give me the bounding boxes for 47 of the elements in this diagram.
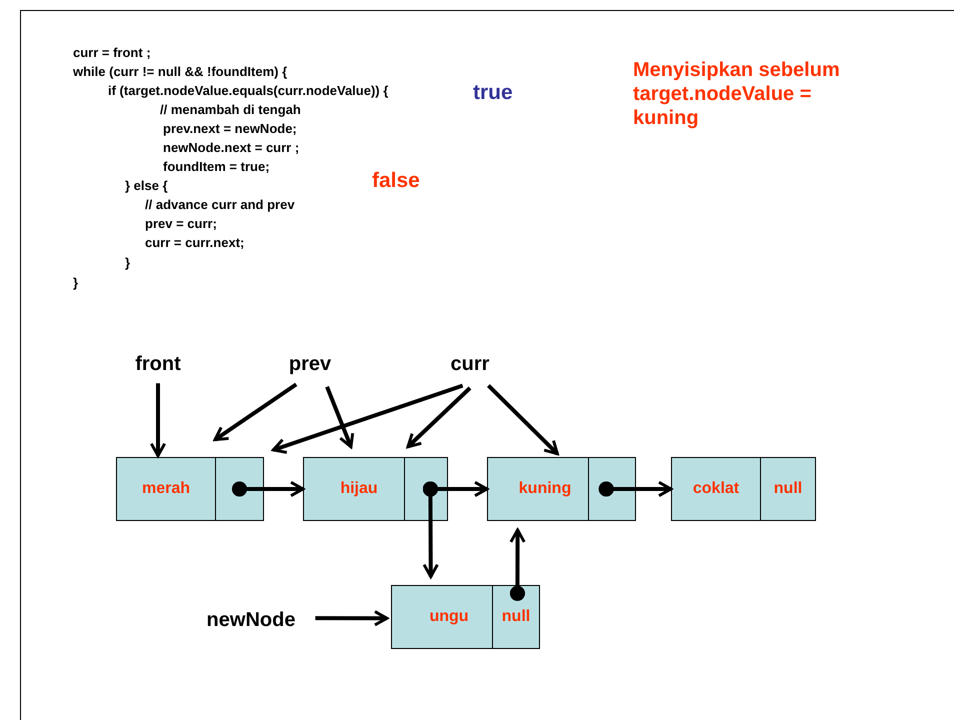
code-line: prev.next = newNode;: [163, 121, 297, 137]
variable-label: newNode: [203, 608, 299, 632]
code-line: curr = curr.next;: [145, 235, 244, 251]
cell-value: kuning: [518, 480, 572, 498]
cell-value: null: [774, 480, 802, 498]
code-line: // menambah di tengah: [160, 102, 301, 118]
cell-value: merah: [142, 480, 190, 498]
variable-label: front: [133, 352, 183, 376]
code-line: while (curr != null && !foundItem) {: [73, 64, 288, 80]
state-label: false: [372, 169, 420, 193]
pointer-arrow: [214, 382, 298, 442]
value-cell: [303, 457, 405, 521]
pointer-arrow: [232, 480, 304, 498]
pointer-arrow: [150, 383, 166, 458]
value-cell: [391, 585, 493, 649]
pointer-cell: [215, 457, 264, 521]
pointer-cell: [492, 585, 540, 649]
code-line: foundItem = true;: [163, 159, 270, 175]
value-cell: [487, 457, 589, 521]
pointer-arrow: [598, 480, 672, 498]
cell-value: hijau: [339, 480, 378, 498]
pointer-cell: [588, 457, 636, 521]
pointer-arrow: [315, 610, 388, 626]
value-cell: [760, 457, 816, 521]
pointer-arrow: [509, 528, 526, 601]
cell-value: ungu: [428, 608, 469, 626]
variable-label: prev: [287, 352, 333, 376]
cell-value: null: [502, 608, 530, 626]
code-line: newNode.next = curr ;: [163, 140, 300, 156]
variable-label: curr: [447, 352, 493, 376]
state-label: true: [473, 81, 513, 105]
pointer-arrow: [325, 386, 354, 448]
code-line: }: [73, 275, 78, 291]
pointer-arrow: [422, 481, 439, 578]
code-line: if (target.nodeValue.equals(curr.nodeValue)) {: [108, 83, 388, 99]
pointer-arrow: [272, 384, 464, 454]
cell-value: coklat: [692, 480, 740, 498]
value-cell: [671, 457, 761, 521]
pointer-arrow: [487, 384, 559, 456]
value-cell: [116, 457, 216, 521]
code-line: prev = curr;: [145, 216, 217, 232]
pointer-arrow: [406, 386, 472, 448]
code-line: }: [125, 255, 130, 271]
code-line: } else {: [125, 178, 168, 194]
code-line: curr = front ;: [73, 45, 151, 61]
code-line: // advance curr and prev: [145, 197, 295, 213]
slide-title: Menyisipkan sebelum target.nodeValue = kuning: [633, 58, 841, 130]
